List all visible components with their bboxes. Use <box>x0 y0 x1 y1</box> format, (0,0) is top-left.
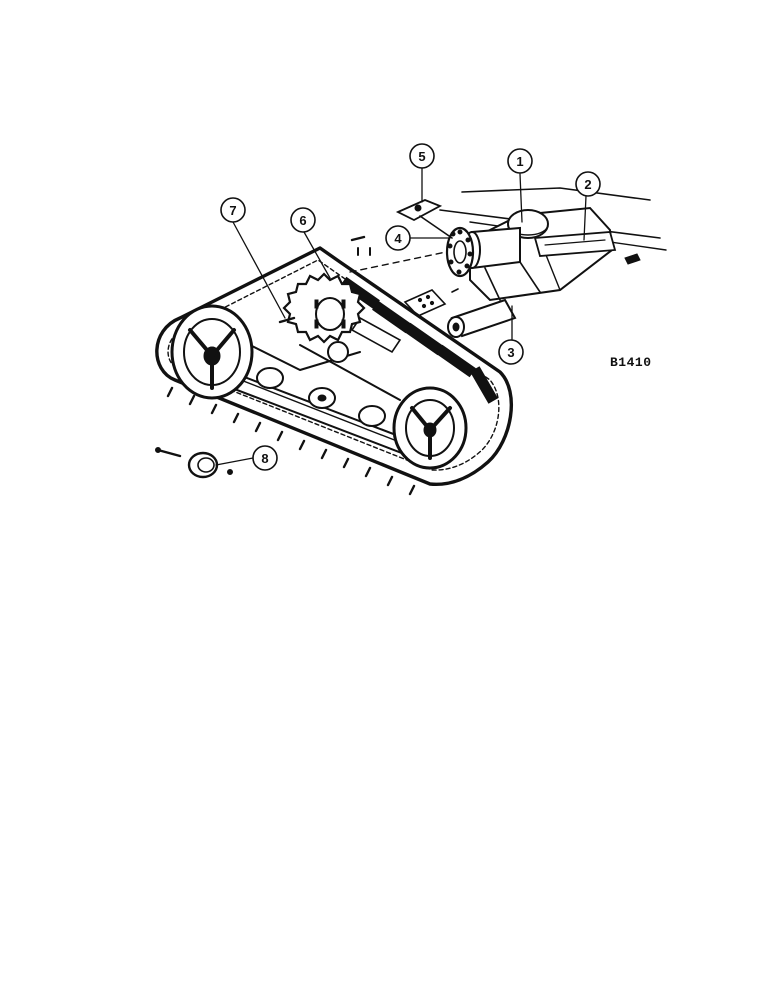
hub-cap <box>155 447 233 479</box>
track-rollers <box>256 341 386 427</box>
callout-2: 2 <box>575 171 601 197</box>
callout-3: 3 <box>498 339 524 365</box>
callout-5: 5 <box>409 143 435 169</box>
figure-code: B1410 <box>610 355 652 370</box>
svg-text:2: 2 <box>584 177 591 192</box>
track-shoes <box>340 276 499 404</box>
rear-frame-assembly <box>395 187 667 338</box>
callout-leaders <box>215 167 587 466</box>
explode-line <box>349 251 447 273</box>
track-assembly <box>155 235 513 496</box>
svg-text:7: 7 <box>229 203 236 218</box>
svg-text:1: 1 <box>516 154 523 169</box>
svg-text:3: 3 <box>507 345 514 360</box>
svg-text:4: 4 <box>394 231 402 246</box>
callout-4: 4 <box>385 225 411 251</box>
svg-text:5: 5 <box>418 149 425 164</box>
grousers <box>166 386 416 496</box>
drive-sprocket <box>282 272 366 344</box>
callout-1: 1 <box>507 148 533 174</box>
callout-6: 6 <box>290 207 316 233</box>
svg-text:8: 8 <box>261 451 268 466</box>
callout-8: 8 <box>252 445 278 471</box>
svg-text:6: 6 <box>299 213 306 228</box>
callout-7: 7 <box>220 197 246 223</box>
